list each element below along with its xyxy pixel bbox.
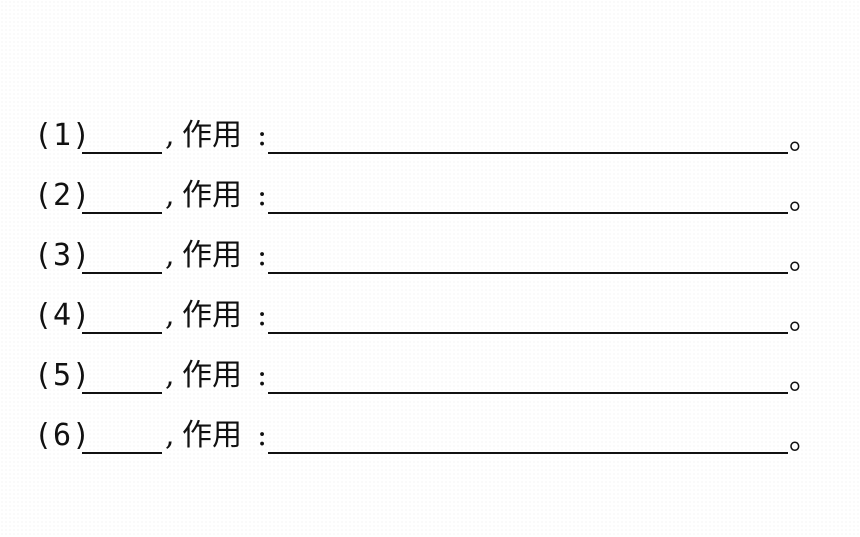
item-number: (1) <box>34 118 92 153</box>
end-period: 。 <box>789 122 819 157</box>
comma: , <box>165 358 175 393</box>
function-label: 作用 <box>182 358 242 393</box>
item-number: (4) <box>34 298 92 333</box>
comma: , <box>165 238 175 273</box>
function-label: 作用 <box>182 118 242 153</box>
colon: : <box>257 418 268 453</box>
question-line-1: (1) , 作用 : 。 <box>34 112 834 172</box>
function-blank[interactable] <box>268 332 788 334</box>
name-blank[interactable] <box>82 452 162 454</box>
function-label: 作用 <box>182 238 242 273</box>
function-blank[interactable] <box>268 212 788 214</box>
end-period: 。 <box>789 302 819 337</box>
question-line-3: (3) , 作用 : 。 <box>34 232 834 292</box>
function-blank[interactable] <box>268 392 788 394</box>
end-period: 。 <box>789 182 819 217</box>
name-blank[interactable] <box>82 212 162 214</box>
item-number: (6) <box>34 418 92 453</box>
function-blank[interactable] <box>268 452 788 454</box>
name-blank[interactable] <box>82 392 162 394</box>
question-line-6: (6) , 作用 : 。 <box>34 412 834 472</box>
end-period: 。 <box>789 242 819 277</box>
comma: , <box>165 118 175 153</box>
colon: : <box>257 358 268 393</box>
function-label: 作用 <box>182 178 242 213</box>
function-blank[interactable] <box>268 152 788 154</box>
item-number: (5) <box>34 358 92 393</box>
function-label: 作用 <box>182 418 242 453</box>
question-line-5: (5) , 作用 : 。 <box>34 352 834 412</box>
name-blank[interactable] <box>82 152 162 154</box>
function-blank[interactable] <box>268 272 788 274</box>
colon: : <box>257 118 268 153</box>
function-label: 作用 <box>182 298 242 333</box>
name-blank[interactable] <box>82 272 162 274</box>
name-blank[interactable] <box>82 332 162 334</box>
comma: , <box>165 178 175 213</box>
end-period: 。 <box>789 422 819 457</box>
colon: : <box>257 178 268 213</box>
worksheet: (1) , 作用 : 。 (2) , 作用 : 。 (3) , 作用 : 。 (… <box>34 112 834 472</box>
question-line-2: (2) , 作用 : 。 <box>34 172 834 232</box>
end-period: 。 <box>789 362 819 397</box>
question-line-4: (4) , 作用 : 。 <box>34 292 834 352</box>
comma: , <box>165 298 175 333</box>
comma: , <box>165 418 175 453</box>
colon: : <box>257 298 268 333</box>
colon: : <box>257 238 268 273</box>
item-number: (3) <box>34 238 92 273</box>
item-number: (2) <box>34 178 92 213</box>
